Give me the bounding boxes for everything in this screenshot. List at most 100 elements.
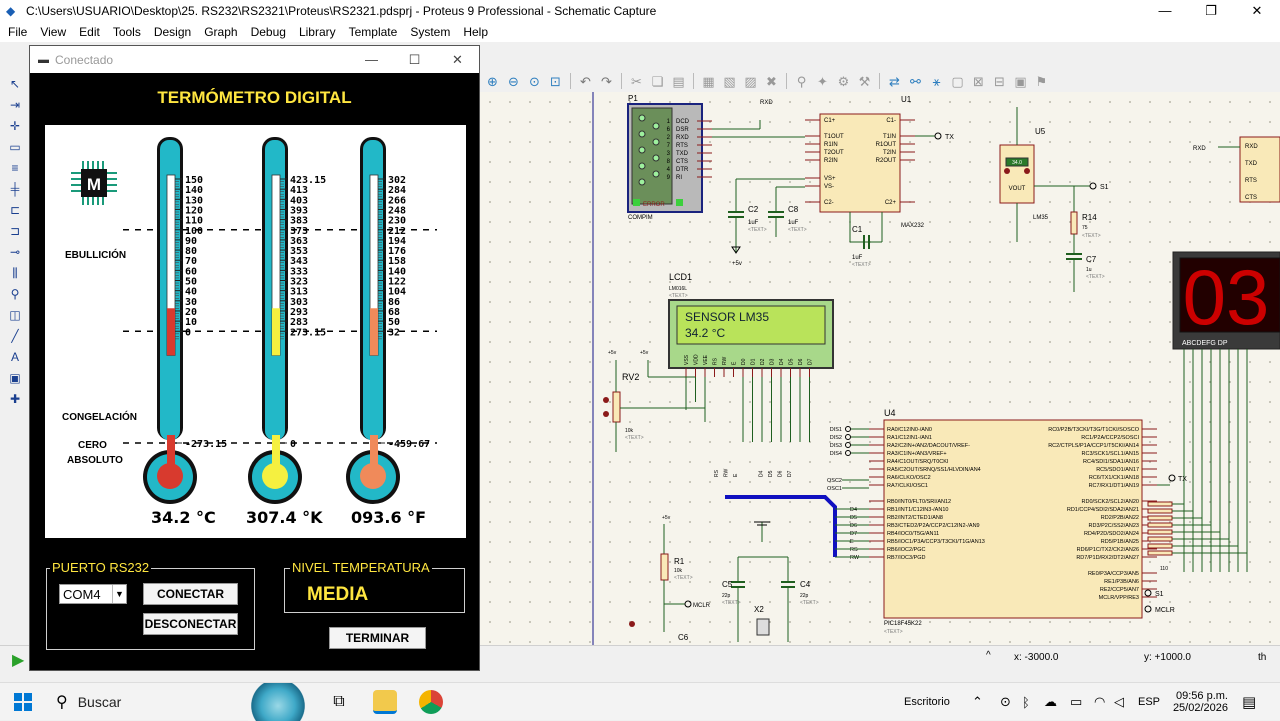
block-rotate-icon[interactable]: ▨	[744, 73, 757, 89]
zoom-all-icon[interactable]: ⊙	[529, 73, 540, 89]
pic-pin-left: RB6/IOC2/PGC	[887, 547, 926, 553]
toolbar-separator	[879, 73, 880, 89]
menu-file[interactable]: File	[8, 25, 28, 39]
property-assign-icon[interactable]: ⚹	[932, 73, 941, 89]
erc-icon[interactable]: ⚑	[1035, 73, 1048, 89]
news-widget-icon[interactable]	[248, 683, 308, 721]
compim-connector	[631, 107, 673, 205]
compim-pin-num: 8	[667, 159, 671, 165]
port-select[interactable]: COM4 ▼	[59, 584, 127, 604]
redo-icon[interactable]: ↷	[601, 73, 612, 89]
block-move-icon[interactable]: ▧	[723, 73, 736, 89]
subcircuit-mode-icon[interactable]: ⊏	[9, 203, 21, 217]
terminal-mode-icon[interactable]: ⊐	[9, 224, 21, 238]
block-copy-icon[interactable]: ▦	[702, 73, 715, 89]
minimize-button[interactable]: —	[1158, 3, 1172, 18]
fahrenheit-tick-label: 32	[388, 327, 400, 338]
menu-graph[interactable]: Graph	[204, 25, 238, 39]
windows-start-icon[interactable]	[14, 693, 32, 711]
language-indicator[interactable]: ESP	[1138, 696, 1161, 708]
menu-template[interactable]: Template	[348, 25, 398, 39]
packaging-icon[interactable]: ⚙	[837, 73, 850, 89]
lcd-screen	[676, 305, 826, 345]
wire-label-mode-icon[interactable]: ▭	[9, 140, 21, 154]
decompose-icon[interactable]: ⚒	[858, 73, 871, 89]
osc1-label: OSC1	[827, 486, 842, 492]
play-simulation-icon[interactable]: ▶	[12, 652, 25, 669]
rv2-text: <TEXT>	[625, 435, 644, 441]
clock[interactable]: 09:56 p.m. 25/02/2026	[1170, 683, 1228, 721]
tray-chevron-icon[interactable]: ⌃	[972, 694, 983, 709]
dialog-minimize-button[interactable]: —	[365, 52, 378, 67]
battery-icon[interactable]: ▭	[1070, 694, 1083, 709]
bom-icon[interactable]: ▣	[1014, 73, 1027, 89]
c7-label: C7	[1086, 255, 1097, 264]
text-mode-icon[interactable]: A	[10, 350, 19, 364]
taskbar-search[interactable]: ⚲ Buscar	[48, 683, 248, 721]
maximize-button[interactable]: ❐	[1205, 3, 1217, 18]
mclr-label: MCLR	[1155, 607, 1175, 614]
exit-parent-icon[interactable]: ⊟	[994, 73, 1005, 89]
graph-mode-icon[interactable]: ⫼	[12, 266, 18, 280]
menu-view[interactable]: View	[40, 25, 67, 39]
dialog-close-button[interactable]: ✕	[452, 52, 463, 67]
line-mode-icon[interactable]: ╱	[11, 329, 19, 343]
wire-autorouter-icon[interactable]: ⇄	[889, 73, 900, 89]
marker-mode-icon[interactable]: ✚	[9, 392, 21, 406]
task-view-icon[interactable]: ⧉	[333, 693, 345, 710]
undo-icon[interactable]: ↶	[580, 73, 591, 89]
port-group-label: PUERTO RS232	[50, 560, 152, 575]
c2-value: 1uF	[748, 220, 759, 226]
lcd-pin-label: RS	[713, 357, 719, 365]
meet-now-icon[interactable]: ⊙	[1000, 694, 1011, 709]
paste-icon[interactable]: ▤	[672, 73, 685, 89]
symbol-mode-icon[interactable]: ▣	[9, 371, 21, 385]
new-sheet-icon[interactable]: ▢	[951, 73, 964, 89]
disconnect-button[interactable]: DESCONECTAR	[143, 613, 238, 635]
copy-icon[interactable]: ❏	[651, 73, 664, 89]
terminate-button[interactable]: TERMINAR	[329, 627, 426, 649]
notifications-icon[interactable]: ▤	[1242, 694, 1257, 711]
junction-mode-icon[interactable]: ✛	[9, 119, 21, 133]
instrument-mode-icon[interactable]: ◫	[9, 308, 21, 322]
r14-label: R14	[1082, 213, 1097, 222]
desktop-label[interactable]: Escritorio	[904, 696, 950, 708]
menu-edit[interactable]: Edit	[79, 25, 100, 39]
volume-icon[interactable]: ◁	[1114, 694, 1124, 709]
menu-help[interactable]: Help	[463, 25, 489, 39]
probe-mode-icon[interactable]: ⚲	[10, 287, 20, 301]
pic-pin-right: RC6/TX1/CK1/AN18	[1089, 475, 1139, 481]
zoom-in-icon[interactable]: ⊕	[487, 73, 498, 89]
select-mode-icon[interactable]: ↖	[9, 77, 21, 91]
tx-label: TX	[1178, 476, 1187, 483]
component-mode-icon[interactable]: ⇥	[9, 98, 21, 112]
cut-icon[interactable]: ✂	[631, 73, 642, 89]
menu-design[interactable]: Design	[153, 25, 192, 39]
zoom-area-icon[interactable]: ⊡	[550, 73, 561, 89]
lcd-line1: SENSOR LM35	[685, 310, 769, 324]
search-tag-icon[interactable]: ⚯	[910, 73, 921, 89]
bus-mode-icon[interactable]: ╪	[10, 182, 20, 196]
menu-debug[interactable]: Debug	[250, 25, 286, 39]
remove-sheet-icon[interactable]: ⊠	[973, 73, 984, 89]
pin-mode-icon[interactable]: ⊸	[9, 245, 21, 259]
close-button[interactable]: ✕	[1251, 3, 1263, 18]
pic-pin-right: RD0/SCK2/SCL2/AN20	[1082, 499, 1139, 505]
connect-button[interactable]: CONECTAR	[143, 583, 238, 605]
wifi-icon[interactable]: ◠	[1094, 694, 1106, 709]
menu-tools[interactable]: Tools	[112, 25, 141, 39]
block-delete-icon[interactable]: ✖	[766, 73, 777, 89]
file-explorer-icon[interactable]	[373, 690, 397, 714]
dialog-maximize-button[interactable]: ☐	[408, 52, 421, 67]
cloud-icon[interactable]: ☁	[1044, 694, 1057, 709]
menu-library[interactable]: Library	[298, 25, 336, 39]
chrome-icon[interactable]	[419, 690, 443, 714]
text-script-mode-icon[interactable]: ≡	[11, 161, 19, 175]
bluetooth-icon[interactable]: ᛒ	[1022, 694, 1030, 710]
zoom-out-icon[interactable]: ⊖	[508, 73, 519, 89]
menu-system[interactable]: System	[410, 25, 451, 39]
make-device-icon[interactable]: ✦	[817, 73, 828, 89]
pick-device-icon[interactable]: ⚲	[796, 73, 807, 89]
